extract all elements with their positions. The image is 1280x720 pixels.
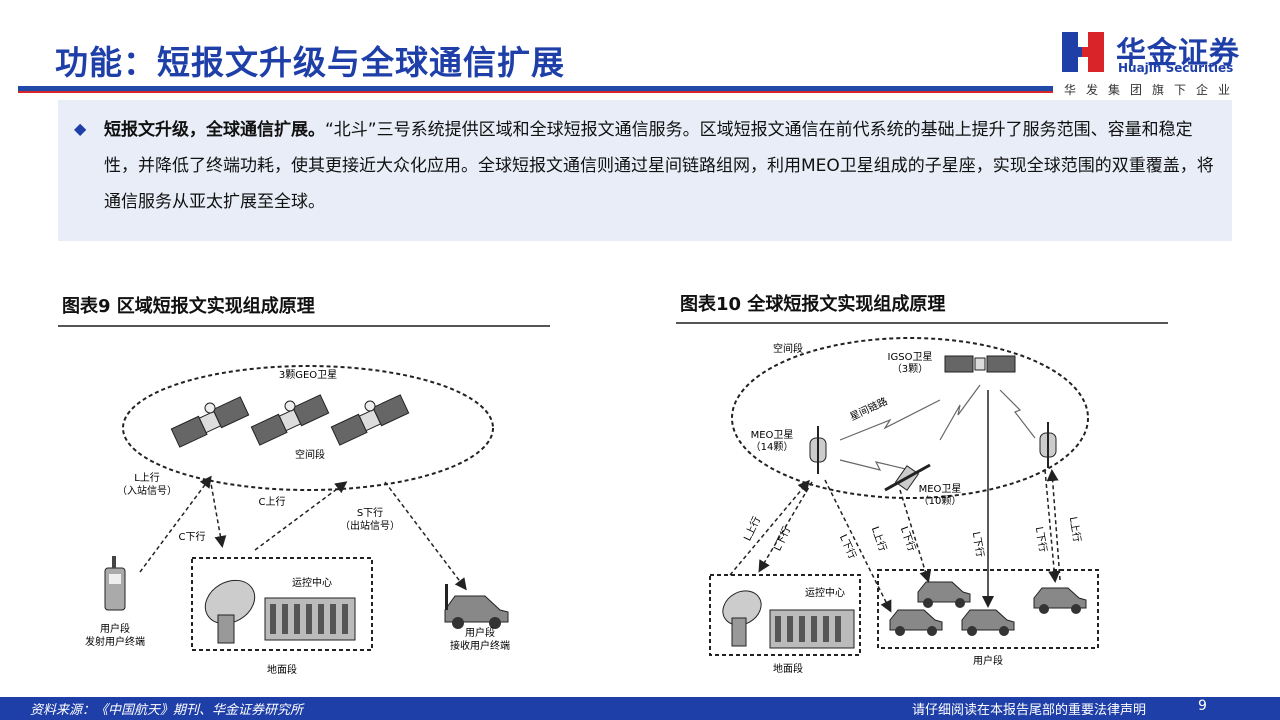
- l-up-label: L上行: [134, 471, 160, 484]
- page-number: 9: [1198, 698, 1207, 714]
- l-up-label: L上行: [869, 525, 890, 553]
- isl-zigzag: [939, 384, 981, 441]
- l-downlink-arrow: [824, 479, 892, 613]
- title-underline-accent: [18, 91, 1053, 93]
- satellite-dish-icon: [722, 590, 762, 647]
- meo-left-label: MEO卫星: [751, 429, 794, 441]
- summary-lead: 短报文升级，全球通信扩展。: [104, 120, 325, 140]
- ground-segment-box: [191, 557, 373, 651]
- meo-mid-label: MEO卫星: [919, 483, 962, 495]
- geo-satellite-icon: [330, 394, 410, 446]
- figure10-rule: [676, 322, 1168, 324]
- l-downlink-arrow: [899, 489, 932, 583]
- vehicle-terminal-icon: [917, 581, 971, 608]
- c-down-label: C下行: [179, 530, 206, 543]
- geo-sat-label: 3颗GEO卫星: [279, 369, 337, 381]
- isl-zigzag: [839, 399, 941, 441]
- control-center-label: 运控中心: [805, 586, 845, 599]
- l-downlink-arrow: [1044, 469, 1061, 583]
- inter-satellite-link-label: 星间链路: [848, 394, 890, 423]
- l-down-label: L下行: [1033, 526, 1050, 553]
- figure10-diagram: 空间段 IGSO卫星 （3颗） 星间链路 MEO卫星 （14颗） MEO卫星 （…: [709, 337, 1099, 675]
- summary-box: ◆ 短报文升级，全球通信扩展。“北斗”三号系统提供区域和全球短报文通信服务。区域…: [58, 100, 1232, 241]
- geo-satellite-icon: [250, 394, 330, 446]
- receiver-user-label: 用户段: [465, 626, 495, 639]
- logo-mark-icon: [1062, 32, 1104, 72]
- satellite-dish-icon: [204, 579, 256, 644]
- l-up-label: L上行: [741, 514, 764, 543]
- meo-left-count-label: （14颗）: [751, 441, 794, 453]
- figure9-diagram: 3颗GEO卫星 空间段 L上行 （入站信号） C上行 C下行 S下行 （出站信号…: [85, 365, 510, 676]
- l-uplink-arrow: [729, 479, 810, 576]
- l-up-sub-label: （入站信号）: [117, 484, 177, 497]
- user-segment-box: [877, 569, 1099, 649]
- l-uplink-arrow: [139, 475, 212, 573]
- vehicle-terminal-icon: [961, 609, 1015, 636]
- meo-satellite-icon: [1039, 422, 1057, 468]
- logo-tagline: 华发集团旗下企业: [1064, 83, 1241, 97]
- c-downlink-arrow: [209, 477, 227, 548]
- space-segment-ellipse: [731, 337, 1089, 499]
- meo-satellite-icon: [809, 426, 827, 474]
- control-building-icon: [264, 597, 356, 641]
- control-building-icon: [769, 609, 855, 649]
- vehicle-terminal-icon: [1033, 587, 1087, 614]
- logo-name-cn: 华金证券: [1116, 36, 1240, 71]
- vehicle-terminal-icon: [889, 609, 943, 636]
- sender-user-label: 用户段: [100, 622, 130, 635]
- igso-label: IGSO卫星: [888, 351, 933, 363]
- l-down-label: L下行: [970, 531, 987, 558]
- s-down-label: S下行: [357, 506, 383, 519]
- s-down-sub-label: （出站信号）: [340, 519, 400, 532]
- logo-name-en: Huajin Securities: [1118, 61, 1234, 75]
- l-down-label: L下行: [771, 524, 794, 553]
- figure9-rule: [58, 325, 550, 327]
- s-downlink-arrow: [384, 481, 467, 591]
- space-segment-label: 空间段: [773, 342, 803, 355]
- summary-body: “北斗”三号系统提供区域和全球短报文通信服务。区域短报文通信在前代系统的基础上提…: [104, 120, 1214, 212]
- handheld-terminal-icon: [104, 556, 126, 611]
- isl-zigzag: [999, 389, 1036, 439]
- diamond-bullet-icon: ◆: [74, 119, 87, 138]
- isl-zigzag: [839, 459, 911, 471]
- space-segment-ellipse: [122, 365, 494, 491]
- company-logo: 华金证券 Huajin Securities 华发集团旗下企业: [1062, 30, 1252, 100]
- legal-disclaimer: 请仔细阅读在本报告尾部的重要法律声明: [912, 703, 1147, 718]
- source-note: 资料来源：《中国航天》期刊、华金证券研究所: [30, 703, 304, 718]
- space-segment-label: 空间段: [295, 448, 325, 461]
- control-center-label: 运控中心: [292, 576, 332, 589]
- l-up-label: L上行: [1067, 516, 1084, 543]
- geo-satellite-icon: [170, 396, 250, 448]
- meo-mid-count-label: （10颗）: [919, 495, 962, 507]
- figure10-title: 图表10 全球短报文实现组成原理: [680, 294, 946, 315]
- ground-segment-label: 地面段: [773, 662, 803, 675]
- ground-segment-box: [709, 574, 861, 656]
- c-up-label: C上行: [259, 495, 286, 508]
- igso-count-label: （3颗）: [892, 363, 928, 375]
- l-down-label: L下行: [837, 532, 860, 561]
- igso-satellite-icon: [944, 355, 1016, 373]
- footer-bar: [0, 697, 1280, 720]
- page-title: 功能：短报文升级与全球通信扩展: [55, 43, 565, 82]
- ground-segment-label: 地面段: [267, 663, 297, 676]
- receiver-user-sub-label: 接收用户终端: [450, 639, 510, 652]
- c-uplink-arrow: [254, 481, 348, 551]
- sender-user-sub-label: 发射用户终端: [85, 635, 145, 648]
- meo-satellite-icon: [884, 463, 931, 492]
- summary-text: 短报文升级，全球通信扩展。“北斗”三号系统提供区域和全球短报文通信服务。区域短报…: [104, 112, 1219, 220]
- vehicle-terminal-icon: [444, 584, 509, 629]
- l-downlink-arrow: [758, 481, 813, 573]
- user-segment-label: 用户段: [973, 654, 1003, 667]
- title-underline: [18, 86, 1053, 91]
- figure9-title: 图表9 区域短报文实现组成原理: [62, 296, 315, 317]
